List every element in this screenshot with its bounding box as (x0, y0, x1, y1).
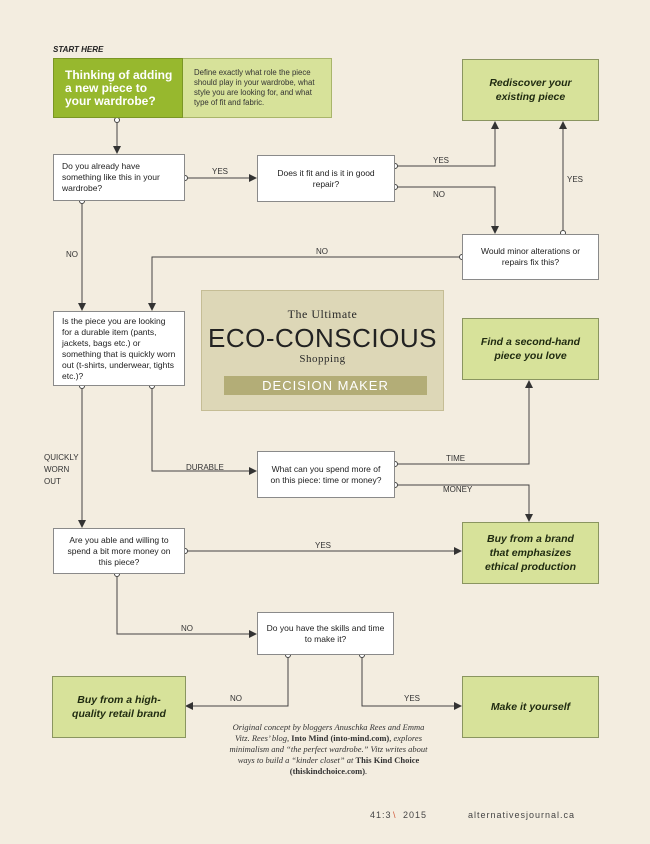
result-ethical-brand-text: Buy from a brand that emphasizes ethical… (484, 533, 576, 573)
label-quickly-worn-out: QUICKLY WORN OUT (44, 453, 79, 486)
start-question: Thinking of adding a new piece to your w… (53, 58, 183, 118)
label-no-alter: NO (316, 247, 328, 256)
node-have-something-text: Do you already have something like this … (62, 161, 160, 193)
start-label: START HERE (53, 45, 104, 54)
title-line-1: The Ultimate (287, 307, 358, 321)
footer-site: alternativesjournal.ca (468, 810, 576, 820)
label-yes-skills: YES (404, 694, 421, 703)
label-durable: DURABLE (186, 463, 224, 472)
credit-blog-into-mind: Into Mind (into-mind.com) (291, 733, 390, 743)
node-durable-text: Is the piece you are looking for a durab… (62, 315, 176, 381)
label-yes-fit: YES (433, 156, 450, 165)
edge-skills-highquality (185, 655, 289, 710)
result-rediscover-text: Rediscover your existing piece (489, 77, 572, 103)
edge-durable-spend (151, 386, 257, 475)
credit-blog-this-kind-choice: This Kind Choice (thiskindchoice.com) (289, 755, 420, 776)
credit-part-2: , explores minimalism and “the perfect w… (229, 733, 428, 765)
node-alterations: Would minor alterations or repairs fix t… (462, 234, 599, 280)
label-no-fit: NO (433, 190, 445, 199)
result-make-it-text: Make it yourself (490, 701, 571, 713)
node-time-money: What can you spend more of on this piece… (257, 451, 395, 498)
edge-skills-make (361, 655, 462, 710)
edge-spend-ethical (395, 484, 533, 522)
port (114, 117, 120, 123)
result-make-it: Make it yourself (462, 676, 599, 738)
result-second-hand: Find a second-hand piece you love (462, 318, 599, 380)
node-spend-more-text: Are you able and willing to spend a bit … (67, 534, 171, 567)
title-line-4: DECISION MAKER (224, 376, 427, 395)
label-time: TIME (446, 454, 466, 463)
label-no-have: NO (66, 250, 78, 259)
result-high-quality-text: Buy from a high-quality retail brand (72, 694, 166, 720)
label-money: MONEY (443, 485, 473, 494)
title-line-3: Shopping (299, 353, 346, 365)
node-durable: Is the piece you are looking for a durab… (53, 311, 185, 386)
node-fit-repair-text: Does it fit and is it in good repair? (277, 167, 375, 189)
edge-fit-alter (395, 186, 499, 234)
title-card: The Ultimate ECO-CONSCIOUS Shopping DECI… (201, 290, 444, 411)
node-alterations-text: Would minor alterations or repairs fix t… (480, 246, 581, 267)
node-fit-repair: Does it fit and is it in good repair? (257, 155, 395, 202)
label-yes-alter: YES (567, 175, 584, 184)
node-have-something: Do you already have something like this … (53, 154, 185, 201)
node-spend-more: Are you able and willing to spend a bit … (53, 528, 185, 574)
edge-money-skills (116, 574, 257, 638)
credit-text: Original concept by bloggers Anuschka Re… (226, 722, 431, 777)
edge-alter-durable (148, 256, 462, 311)
label-yes-money: YES (315, 541, 332, 550)
credit-part-1: Original concept by bloggers Anuschka Re… (232, 722, 425, 743)
edge-fit-rediscover (395, 121, 499, 167)
node-time-money-text: What can you spend more of on this piece… (270, 463, 382, 485)
credit-part-3: . (365, 766, 368, 776)
footer-year: 2015 (403, 810, 428, 820)
result-second-hand-text: Find a second-hand piece you love (480, 336, 581, 362)
result-high-quality: Buy from a high-quality retail brand (52, 676, 186, 738)
label-yes-have: YES (212, 167, 229, 176)
label-no-money: NO (181, 624, 193, 633)
result-rediscover: Rediscover your existing piece (462, 59, 599, 121)
label-no-skills: NO (230, 694, 242, 703)
start-description: Define exactly what role the piece shoul… (183, 58, 332, 118)
footer-issue: 41:3 (370, 810, 392, 820)
footer-slash: \ (393, 810, 397, 820)
node-skills: Do you have the skills and time to make … (257, 612, 394, 655)
title-line-2: ECO-CONSCIOUS (208, 323, 437, 353)
edge-spend-secondhand (395, 380, 533, 465)
node-skills-text: Do you have the skills and time to make … (266, 622, 385, 644)
result-ethical-brand: Buy from a brand that emphasizes ethical… (462, 522, 599, 584)
